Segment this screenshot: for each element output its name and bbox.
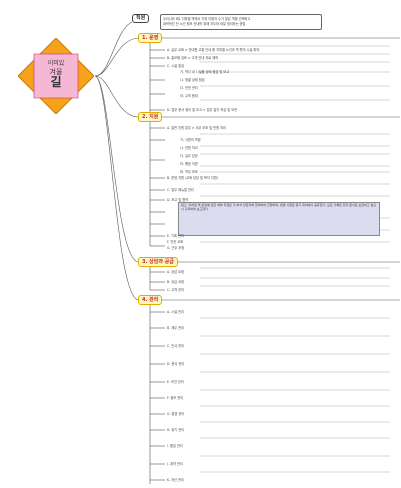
s4-item-c: C. 인사 관리	[167, 344, 184, 348]
central-logo: 이미있 겨울 길	[17, 37, 95, 115]
s2-item-g: G. 근무 조정	[167, 246, 185, 250]
s2-item-1: 가. 사원의 역할	[180, 138, 201, 142]
s3-item-b: B. 공급 요청	[167, 280, 184, 284]
s3-item-c: C. 고객 관리	[167, 288, 184, 292]
s1-item-b: B. 홍보물 검토 > 고객 안내 자료 제작	[167, 56, 219, 60]
s1-item-c3: 다. 안전 관리	[180, 86, 198, 90]
section-2-note: 참고: 지하철 역 운영에 관한 세부 지침은 각 부서 담당자와 협의하여 진…	[178, 202, 380, 236]
s1-item-c4: 라. 고객 응대	[180, 94, 198, 98]
s1-item-c1: 가. 역사 내 시설물 상태 점검 및 보고	[180, 70, 230, 74]
s2-item-f: F. 안전 교육	[167, 240, 184, 244]
title-line-1: 우리나라 제1 지하철 역에서 가장 이용자 수가 많은 역을 선택하고	[163, 17, 251, 21]
logo-line-2: 겨울	[49, 68, 63, 76]
section-4-title: 4. 관리	[138, 295, 163, 305]
s3-item-a: A. 상담 요청	[167, 270, 184, 274]
s2-item-b: B. 운영 지원 (교육 담당 및 복지 지원)	[167, 176, 218, 180]
section-3-title: 3. 상담과 공급	[138, 257, 178, 267]
s1-item-c: C. 시설 점검	[167, 64, 184, 68]
s2-item-5: 마. 역무 보조	[180, 170, 198, 174]
s4-item-f: F. 정보 관리	[167, 396, 184, 400]
s4-item-b: B. 재무 관리	[167, 326, 184, 330]
s4-item-a: A. 시설 관리	[167, 310, 184, 314]
s4-item-k: K. 자산 관리	[167, 478, 184, 482]
s2-item-a: A. 일반 지원 업무 > 사무 보조 및 민원 처리	[167, 126, 226, 130]
s4-item-e: E. 보안 관리	[167, 380, 184, 384]
s4-item-g: G. 환경 관리	[167, 412, 185, 416]
title-node: 직원	[132, 14, 150, 23]
s1-item-d: D. 업무 문서 정리 및 보고 > 업무 일지 작성 및 보관	[167, 108, 238, 112]
logo-text: 이미있 겨울 길	[38, 60, 74, 88]
s1-item-c2: 나. 청결 상태 점검	[180, 78, 205, 82]
s1-item-a: A. 실무 교육 > 안내원 교통 안내 중 지하철 노선과 역 편의 시설 파…	[167, 48, 260, 52]
logo-line-3: 길	[50, 75, 62, 89]
s4-item-i: I. 품질 관리	[167, 444, 183, 448]
s2-item-2: 나. 민원 처리	[180, 146, 198, 150]
logo-line-1: 이미있	[47, 60, 65, 67]
s4-item-h: H. 위기 관리	[167, 428, 185, 432]
s2-item-d: D. 보고 및 협력	[167, 198, 189, 202]
logo-diamond-icon	[17, 37, 95, 115]
s4-item-d: D. 문서 관리	[167, 362, 185, 366]
s2-item-e: E. 기록 관리	[167, 234, 184, 238]
section-2-title: 2. 지원	[138, 112, 163, 122]
section-1-title: 1. 운영	[138, 33, 163, 43]
s4-item-j: J. 계약 관리	[167, 462, 183, 466]
s2-item-4: 라. 행정 지원	[180, 162, 198, 166]
title-line-2: 대략적인 전 노선 정보 안내를 위해 지도와 파일 정리하는 방법	[163, 22, 246, 26]
s2-item-3: 다. 실무 담당	[180, 154, 198, 158]
s2-item-c: C. 업무 매뉴얼 관리	[167, 188, 194, 192]
title-description-box: 우리나라 제1 지하철 역에서 가장 이용자 수가 많은 역을 선택하고 대략적…	[160, 14, 322, 30]
